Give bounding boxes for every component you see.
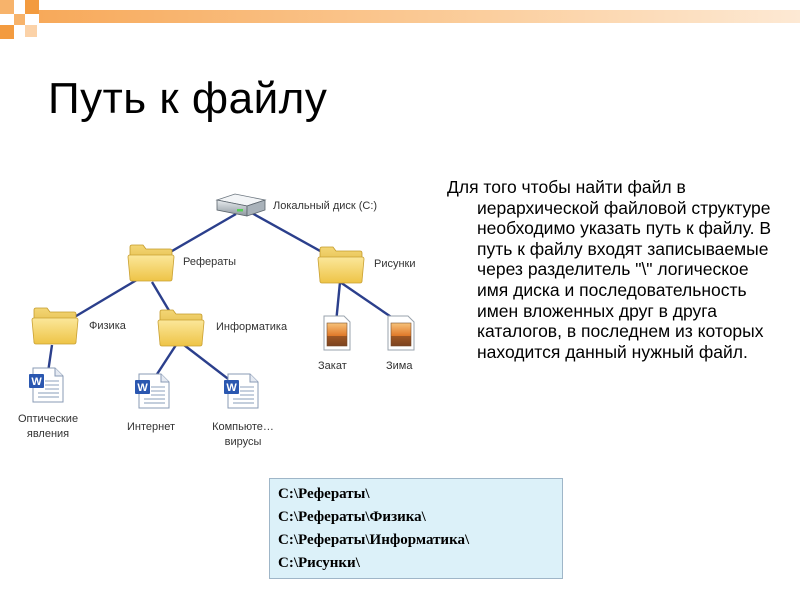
file-label-zima: Зима <box>386 360 413 372</box>
folder-label-fizika: Физика <box>89 320 126 332</box>
hard-drive-icon <box>215 193 267 217</box>
image-file-icon <box>323 315 351 351</box>
folder-label-informatika: Информатика <box>216 321 288 333</box>
decorative-square <box>25 0 39 14</box>
decorative-square <box>14 0 25 14</box>
description-paragraph: Для того чтобы найти файл в иерархическо… <box>447 177 772 362</box>
file-label-zakat: Закат <box>318 360 347 372</box>
path-line: C:\Рефераты\Информатика\ <box>278 532 470 548</box>
file-label-line: вирусы <box>224 436 262 448</box>
decorative-square <box>0 25 14 39</box>
decorative-square <box>25 25 37 37</box>
decorative-square <box>14 14 25 25</box>
path-line: C:\Рефераты\ <box>278 486 370 502</box>
file-label-line: Оптические <box>17 413 79 425</box>
word-document-icon <box>28 367 64 403</box>
decorative-square <box>0 14 14 24</box>
word-document-icon <box>134 373 170 409</box>
decorative-square <box>0 0 14 14</box>
file-label-kompyuternye: Компьюте… вирусы <box>200 420 286 450</box>
path-line: C:\Рефераты\Физика\ <box>278 509 426 525</box>
file-label-line: явления <box>26 428 70 440</box>
folder-icon <box>127 244 175 282</box>
file-label-internet: Интернет <box>127 421 175 433</box>
word-document-icon <box>223 373 259 409</box>
tree-connectors <box>44 210 401 389</box>
header-accent-bar <box>39 10 800 23</box>
folder-label-risunki: Рисунки <box>374 258 416 270</box>
drive-label: Локальный диск (C:) <box>273 200 378 212</box>
file-label-line: Компьюте… <box>212 421 274 433</box>
folder-icon <box>31 307 79 345</box>
image-file-icon <box>387 315 415 351</box>
description-text: Для того чтобы найти файл в иерархическо… <box>447 177 777 362</box>
paths-box: C:\Рефераты\ C:\Рефераты\Физика\ C:\Рефе… <box>269 478 563 579</box>
file-label-opticheskie: Оптические явления <box>6 412 90 442</box>
folder-icon <box>317 246 365 284</box>
slide-title: Путь к файлу <box>48 74 328 123</box>
path-line: C:\Рисунки\ <box>278 555 360 571</box>
folder-label-referaty: Рефераты <box>183 256 237 268</box>
folder-icon <box>157 309 205 347</box>
